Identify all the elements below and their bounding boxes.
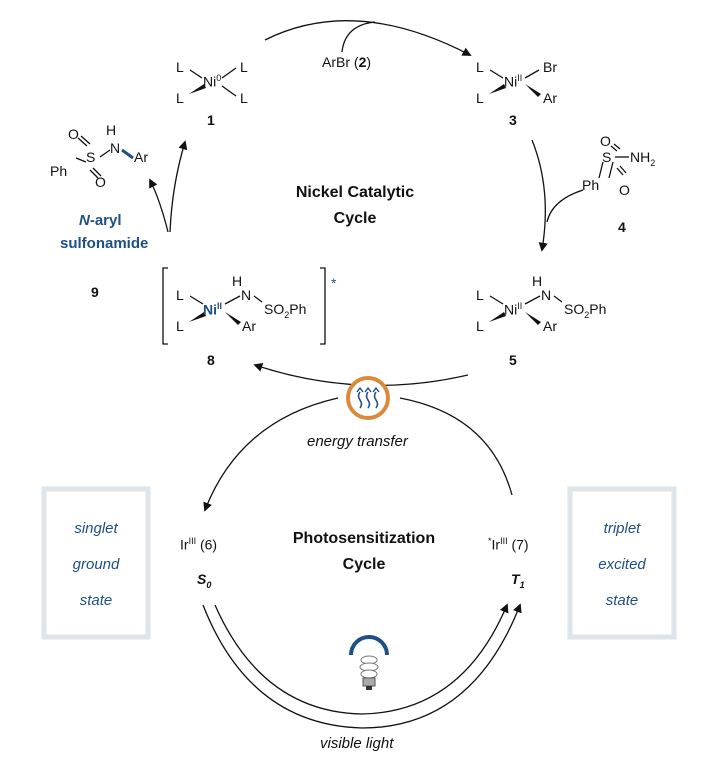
compound-number-4: 4 bbox=[618, 219, 626, 235]
n-ar-bond bbox=[121, 148, 134, 160]
arrow-9-to-1 bbox=[169, 140, 188, 233]
triplet-state-text: triplet excited state bbox=[598, 520, 646, 609]
complex-3-ligand-l2: L bbox=[476, 90, 484, 106]
compound-4-nh2: NH2 bbox=[630, 149, 656, 168]
complex-8-ligand-l2: L bbox=[176, 318, 184, 334]
complex-8-ligand-l1: L bbox=[176, 287, 184, 303]
singlet-state-box bbox=[41, 486, 151, 640]
bracket-left bbox=[162, 267, 168, 345]
complex-5-ligand-l2: L bbox=[476, 318, 484, 334]
complex-8-ar: Ar bbox=[242, 318, 256, 334]
arrow-8-to-9 bbox=[149, 178, 169, 233]
light-bulb-icon bbox=[349, 635, 389, 690]
compound-9-o-bottom: O bbox=[95, 174, 106, 190]
complex-8-so2ph: SO2Ph bbox=[264, 301, 307, 320]
complex-3-ligand-l1: L bbox=[476, 59, 484, 75]
triplet-state-box bbox=[567, 486, 677, 640]
complex-3-ar: Ar bbox=[543, 90, 557, 106]
product-name-line2: sulfonamide bbox=[60, 235, 149, 252]
energy-transfer-label: energy transfer bbox=[307, 433, 408, 450]
compound-number-3: 3 bbox=[509, 112, 517, 128]
arrow-1-to-3 bbox=[264, 20, 472, 56]
compound-4-bonds bbox=[598, 143, 629, 179]
complex-1-ligand-l2: L bbox=[240, 59, 248, 75]
arrow-visible-light-inner bbox=[214, 603, 509, 715]
compound-9-ar: Ar bbox=[134, 149, 148, 165]
complex-3-metal: NiII bbox=[504, 73, 523, 90]
complex-5-n: N bbox=[541, 287, 552, 303]
complex-1-ligand-l4: L bbox=[240, 90, 248, 106]
compound-9-s: S bbox=[86, 149, 96, 165]
excited-state-t1: T1 bbox=[511, 571, 525, 590]
energy-transfer-icon bbox=[346, 376, 390, 420]
compound-4-ph: Ph bbox=[582, 177, 600, 193]
arrow-4-in bbox=[546, 189, 584, 223]
compound-4-o-top: O bbox=[600, 133, 611, 149]
compound-9-ph: Ph bbox=[50, 163, 68, 179]
compound-9-o-top: O bbox=[68, 126, 79, 142]
complex-8-bonds bbox=[189, 295, 263, 325]
visible-light-label: visible light bbox=[320, 735, 394, 752]
singlet-state-text: singlet ground state bbox=[72, 520, 120, 609]
compound-9-n: N bbox=[110, 140, 121, 156]
complex-1-ligand-l1: L bbox=[176, 59, 184, 75]
ir-complex-7: *IrIII (7) bbox=[488, 536, 529, 553]
complex-5-ligand-l1: L bbox=[476, 287, 484, 303]
bracket-right bbox=[320, 267, 326, 345]
arrow-energy-transfer-right bbox=[399, 397, 513, 496]
arrow-visible-light-outer bbox=[202, 603, 522, 729]
complex-5-ar: Ar bbox=[543, 318, 557, 334]
nickel-cycle-title: Nickel Catalytic Cycle bbox=[295, 184, 415, 227]
complex-8-n: N bbox=[241, 287, 252, 303]
arrow-energy-transfer-left bbox=[203, 397, 339, 512]
complex-5-bonds bbox=[489, 295, 563, 325]
excited-state-star: * bbox=[331, 275, 337, 291]
complex-8-metal: NiII bbox=[203, 301, 223, 318]
ir-complex-6: IrIII (6) bbox=[180, 536, 218, 553]
complex-1-bonds bbox=[189, 67, 237, 97]
compound-9-bonds bbox=[75, 135, 111, 179]
complex-5-metal: NiII bbox=[504, 301, 523, 318]
complex-5-h: H bbox=[532, 273, 543, 289]
complex-3-bonds bbox=[489, 69, 541, 97]
arrow-3-to-5 bbox=[531, 139, 548, 252]
compound-number-8: 8 bbox=[207, 352, 215, 368]
compound-number-9: 9 bbox=[91, 284, 99, 300]
complex-3-br: Br bbox=[543, 59, 557, 75]
product-name-line1: N-aryl bbox=[79, 212, 122, 229]
complex-5-so2ph: SO2Ph bbox=[564, 301, 607, 320]
compound-4-o-bottom: O bbox=[619, 182, 630, 198]
reagent-arbr: ArBr (2) bbox=[322, 54, 372, 70]
arrow-arbr-in bbox=[341, 21, 376, 53]
complex-1-ligand-l3: L bbox=[176, 90, 184, 106]
compound-number-5: 5 bbox=[509, 352, 517, 368]
photosensitization-cycle-title: Photosensitization Cycle bbox=[292, 530, 436, 573]
complex-8-h: H bbox=[232, 273, 243, 289]
compound-9-h: H bbox=[106, 122, 117, 138]
complex-1-metal: Ni0 bbox=[203, 73, 222, 90]
compound-4-s: S bbox=[602, 149, 612, 165]
ground-state-s0: S0 bbox=[197, 571, 212, 590]
compound-number-1: 1 bbox=[207, 112, 215, 128]
